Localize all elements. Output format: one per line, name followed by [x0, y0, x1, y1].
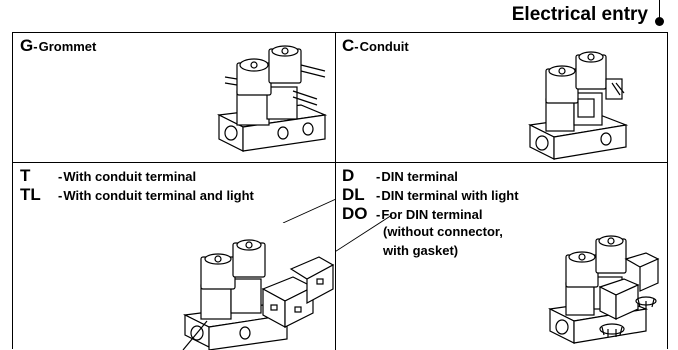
- din-note-line2: with gasket): [383, 243, 459, 258]
- cell-conduit-terminal: T - With conduit terminal TL - With cond…: [13, 163, 336, 350]
- indicator-leader-line: [282, 198, 336, 223]
- din-label: DIN terminal: [381, 169, 458, 184]
- terminal-code: T: [20, 166, 31, 185]
- din-connectorless-code: DO: [342, 204, 368, 223]
- cell-conduit: C - Conduit: [336, 33, 667, 163]
- din-connectorless-sep: -: [376, 207, 381, 222]
- din-light-label: DIN terminal with light: [381, 188, 519, 203]
- grommet-code: G: [20, 36, 34, 55]
- grommet-sep: -: [33, 39, 38, 54]
- terminal-sep: -: [58, 169, 63, 184]
- electrical-entry-table: G - Grommet C - Conduit: [12, 32, 668, 350]
- terminal-light-code: TL: [20, 185, 41, 204]
- conduit-terminal-valve-illustration: [182, 239, 335, 350]
- conduit-valve-illustration: [528, 51, 629, 160]
- din-terminal-valve-illustration: [548, 235, 660, 344]
- heading-title: Electrical entry: [511, 4, 648, 25]
- terminal-light-label: With conduit terminal and light: [63, 188, 254, 203]
- conduit-label: Conduit: [359, 39, 409, 54]
- din-connectorless-label: For DIN terminal: [381, 207, 483, 222]
- din-light-code: DL: [342, 185, 365, 204]
- conduit-sep: -: [354, 39, 359, 54]
- din-light-sep: -: [376, 188, 381, 203]
- din-code: D: [342, 166, 355, 185]
- cell-grommet: G - Grommet: [13, 33, 336, 163]
- grommet-label: Grommet: [38, 39, 97, 54]
- cell-din-terminal: D - DIN terminal DL - DIN terminal with …: [336, 163, 667, 350]
- conduit-code: C: [342, 36, 355, 55]
- din-leader-line: [336, 214, 393, 252]
- electrical-entry-heading: Electrical entry: [511, 0, 666, 34]
- terminal-label: With conduit terminal: [63, 169, 197, 184]
- terminal-light-sep: -: [58, 188, 63, 203]
- pointer-pin-icon: [654, 0, 666, 34]
- grommet-valve-illustration: [216, 45, 328, 152]
- din-sep: -: [376, 169, 381, 184]
- din-note-line1: (without connector,: [383, 224, 503, 239]
